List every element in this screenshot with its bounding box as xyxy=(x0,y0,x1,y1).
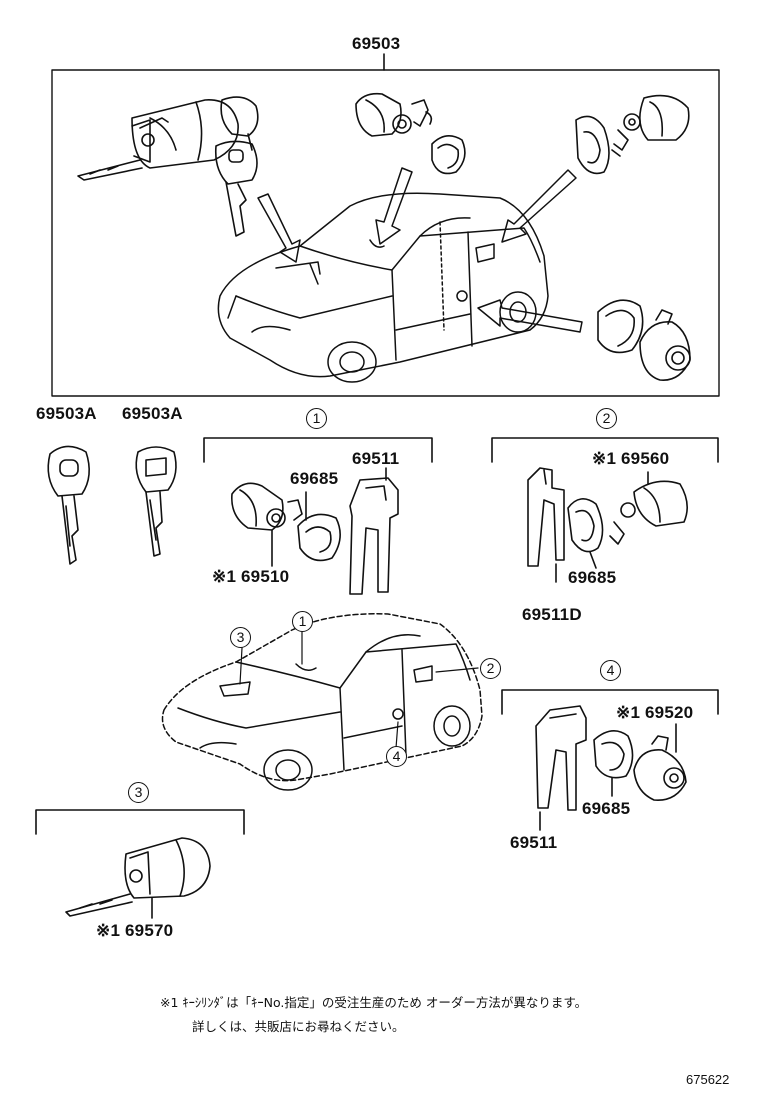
key-illustration-left xyxy=(47,445,90,565)
group-marker-4: 4 xyxy=(600,660,621,681)
group2-cylinder-illustration xyxy=(527,467,688,583)
group2-part-69685: 69685 xyxy=(568,568,617,587)
ignition-cylinder-illustration xyxy=(77,96,259,237)
footnote-line-2: 詳しくは、共販店にお尋ねください。 xyxy=(192,1019,405,1034)
car-marker-1: 1 xyxy=(292,611,313,632)
group-marker-1: 1 xyxy=(306,408,327,429)
marker-leader-lines xyxy=(239,631,479,749)
group-bracket-3 xyxy=(35,809,245,835)
group1-cylinder-illustration xyxy=(231,467,399,595)
group-marker-3: 3 xyxy=(128,782,149,803)
car-marker-3: 3 xyxy=(230,627,251,648)
pointer-arrows xyxy=(257,167,583,333)
group4-part-69520: ※1 69520 xyxy=(616,703,694,722)
car-illustration-top xyxy=(217,192,549,383)
door-cylinder-illustration xyxy=(355,92,466,175)
group-marker-2: 2 xyxy=(596,408,617,429)
group1-part-69511: 69511 xyxy=(352,449,400,468)
group3-part-69570: ※1 69570 xyxy=(96,921,174,940)
group4-part-69685: 69685 xyxy=(582,799,631,818)
key-part-number-left: 69503A xyxy=(36,404,97,423)
group-bracket-1 xyxy=(203,437,433,463)
car-marker-4: 4 xyxy=(386,746,407,767)
part-number-69503: 69503 xyxy=(352,34,401,53)
key-illustration-right xyxy=(135,446,177,557)
group3-ignition-illustration xyxy=(65,837,211,919)
group1-part-69510: ※1 69510 xyxy=(212,567,290,586)
assembly-frame xyxy=(51,53,720,397)
group1-part-69685: 69685 xyxy=(290,469,339,488)
group-bracket-2 xyxy=(491,437,719,463)
back-door-cylinder-illustration xyxy=(575,94,690,175)
passenger-cylinder-illustration xyxy=(597,299,691,381)
car-illustration-bottom xyxy=(161,613,483,791)
group2-part-69560: ※1 69560 xyxy=(592,449,670,468)
group-bracket-4 xyxy=(501,689,719,715)
car-marker-2: 2 xyxy=(480,658,501,679)
footnote-line-1: ※1 ｷｰｼﾘﾝﾀﾞは「ｷｰNo.指定」の受注生産のため オーダー方法が異なりま… xyxy=(160,995,588,1010)
group4-cylinder-illustration xyxy=(535,705,687,831)
group2-part-69511D: 69511D xyxy=(522,605,582,624)
diagram-code: 675622 xyxy=(686,1072,730,1087)
group4-part-69511: 69511 xyxy=(510,833,558,852)
key-part-number-right: 69503A xyxy=(122,404,183,423)
